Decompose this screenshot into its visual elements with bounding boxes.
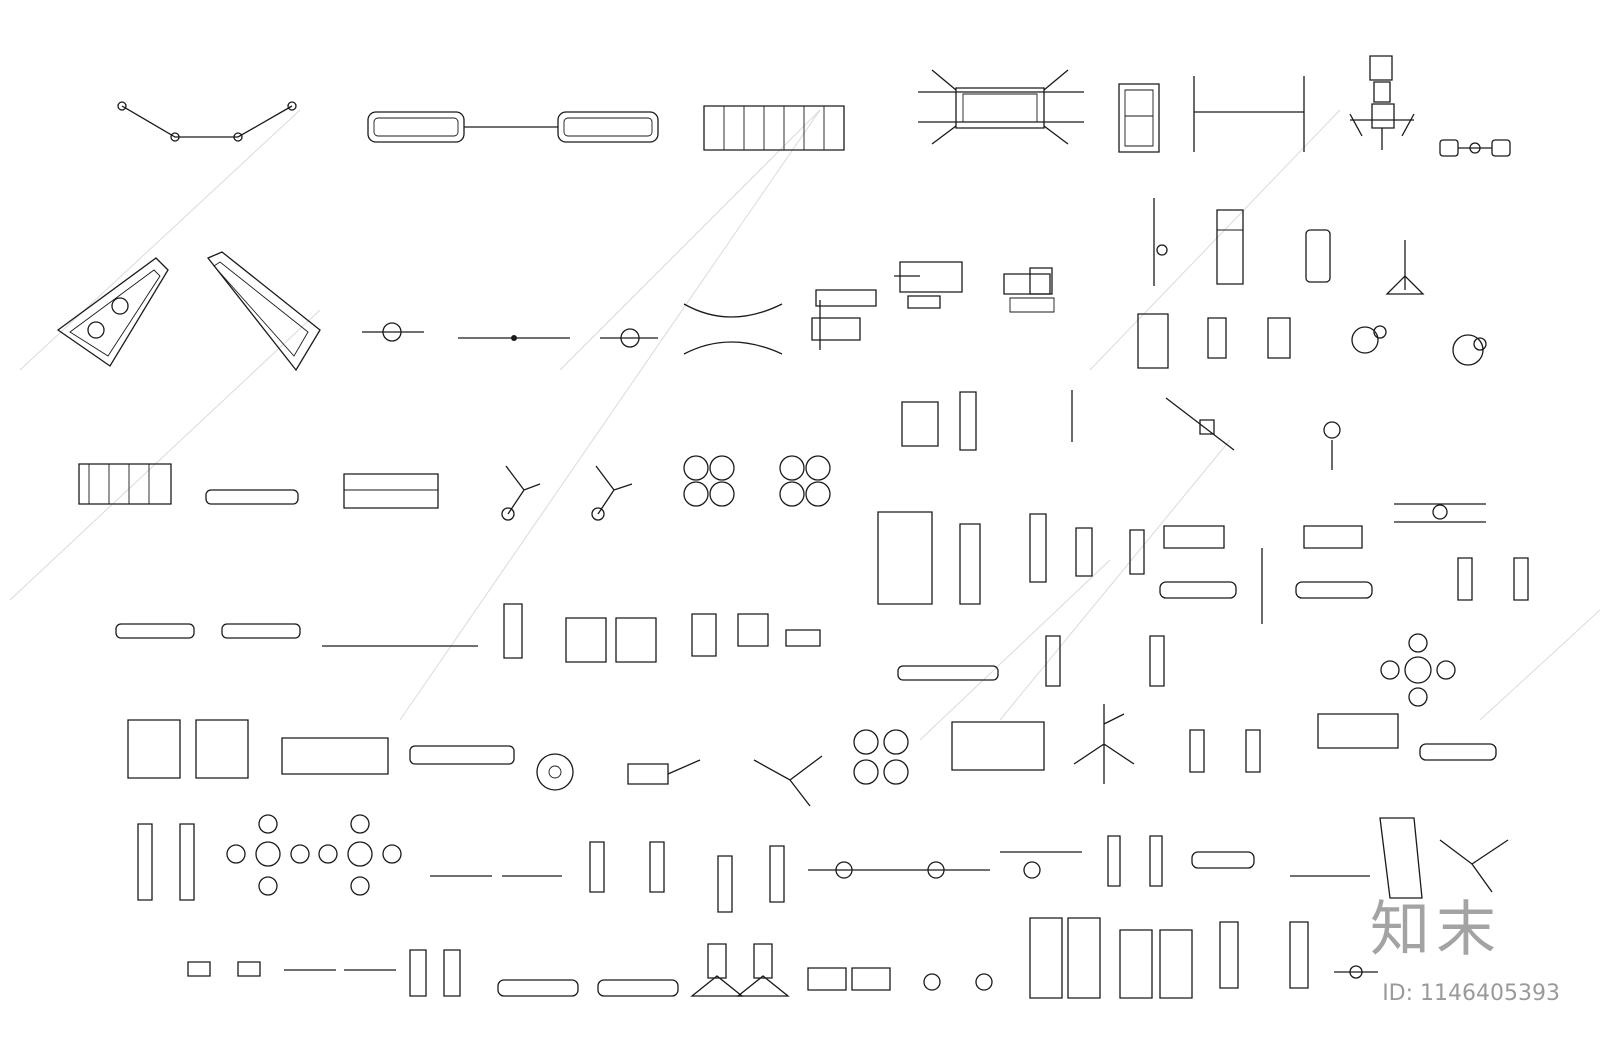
row6-right xyxy=(1000,818,1508,898)
press-machine xyxy=(812,290,876,350)
row4-bikes-and-cross xyxy=(898,634,1455,706)
seat-press-machine xyxy=(1004,268,1054,312)
grab-bar-set xyxy=(362,323,658,347)
balance-board-plan xyxy=(918,70,1084,144)
row6-mid xyxy=(430,842,990,912)
row3-tri-arm-units xyxy=(502,466,632,520)
rower-station-plan xyxy=(1350,56,1414,150)
image-id-label: ID: 1146405393 xyxy=(1382,981,1560,1006)
row5-left xyxy=(128,720,573,790)
row4-machines-right xyxy=(1160,504,1528,624)
seesaw-plan xyxy=(368,112,658,142)
row4-benches-left xyxy=(116,624,478,646)
row3-machines-left xyxy=(79,464,438,508)
bent-rail-pair xyxy=(684,304,782,354)
climbing-ramp-left xyxy=(58,258,168,366)
row5-mid xyxy=(628,722,1044,806)
lateral-pulldown xyxy=(894,262,962,308)
row7-right xyxy=(1030,918,1378,998)
parallel-bars-plan xyxy=(1194,76,1304,152)
row7-left xyxy=(188,950,678,996)
chain-bridge-plan xyxy=(118,102,296,141)
twin-seat-plan xyxy=(1440,140,1510,156)
climbing-ramp-right xyxy=(208,252,320,370)
chair-station-plan xyxy=(1119,84,1159,152)
row4-machines-left xyxy=(504,604,820,662)
station-cluster-b xyxy=(1138,314,1486,368)
watermark-bands xyxy=(10,110,1600,740)
brand-logo-text: 知末 xyxy=(1370,895,1502,965)
ladder-frame-plan xyxy=(704,106,844,150)
station-cluster-a xyxy=(1154,198,1423,294)
row3-machines-mid xyxy=(902,390,1340,470)
row7-mid xyxy=(692,944,992,996)
row6-left xyxy=(138,815,401,900)
row4-machines-center xyxy=(878,512,1362,604)
row3-quad-wheels xyxy=(684,456,830,506)
row5-right xyxy=(1074,704,1496,784)
